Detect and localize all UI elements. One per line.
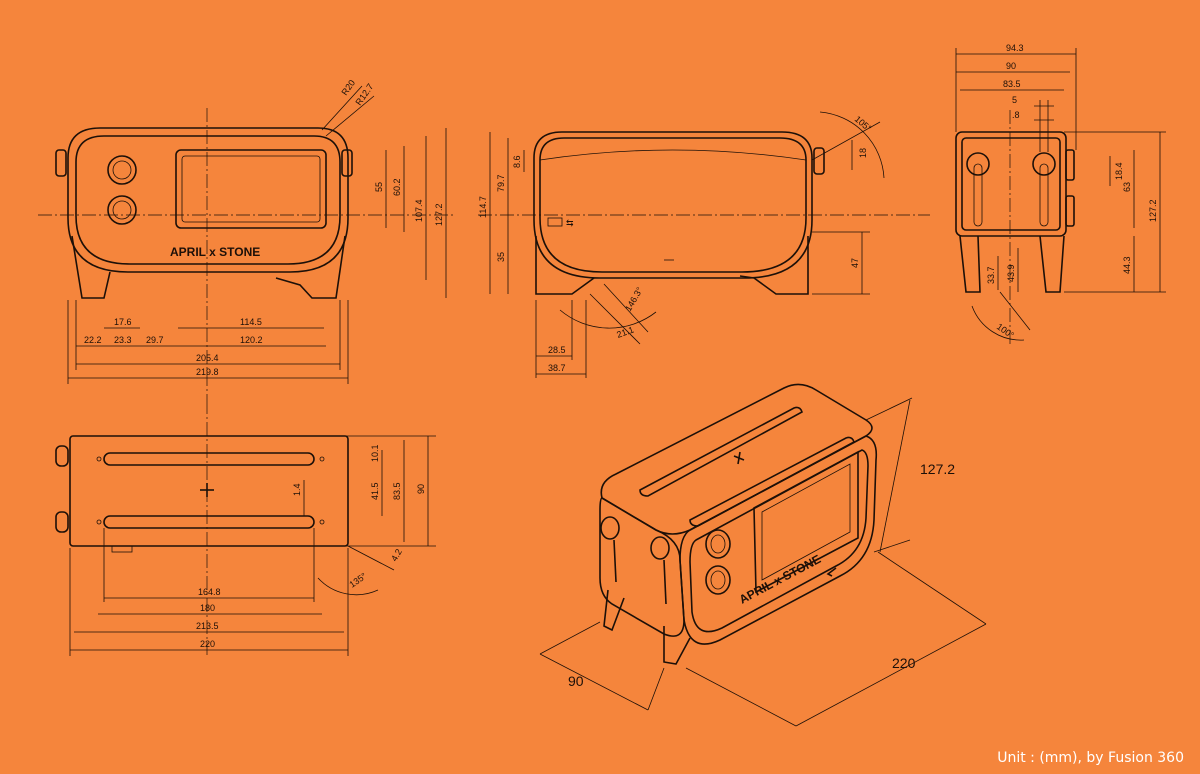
front-dim-127-2: 127.2 [434, 203, 444, 226]
front-dim-22-2: 22.2 [84, 335, 102, 345]
isometric-view: APRIL x STONE 127.2 90 220 [539, 383, 987, 727]
front-dim-29-7: 29.7 [146, 335, 164, 345]
units-caption: Unit : (mm), by Fusion 360 [997, 750, 1184, 766]
top-dim-1-4: 1.4 [292, 483, 302, 496]
top-dim-220: 220 [200, 639, 215, 649]
front-dim-114-5: 114.5 [240, 317, 262, 327]
front-brand-label: APRIL x STONE [170, 245, 260, 259]
top-angle-135: 135° [347, 571, 368, 590]
end-dim-83-5: 83.5 [1003, 79, 1021, 89]
side-dim-21-1: 21.1 [615, 324, 635, 339]
end-view: 94.3 90 83.5 5 .8 18.4 63 127.2 44.3 33.… [955, 43, 1166, 345]
front-dim-120-2: 120.2 [240, 335, 263, 345]
iso-dim-length: 220 [892, 655, 916, 671]
top-dim-164-8: 164.8 [198, 587, 221, 597]
top-dim-10-1: 10.1 [370, 444, 380, 462]
side-angle-146-3: 146.3° [623, 285, 645, 313]
top-dim-83-5: 83.5 [392, 482, 402, 500]
front-r12-7: R12.7 [353, 82, 375, 107]
side-dim-38-7: 38.7 [548, 363, 566, 373]
side-angle-105: 105° [853, 114, 874, 134]
svg-text:⇆: ⇆ [566, 218, 574, 228]
side-dim-114-7: 114.7 [478, 196, 488, 218]
end-dim-33-7: 33.7 [986, 266, 996, 284]
iso-dim-height: 127.2 [920, 461, 955, 477]
end-dim-5: 5 [1012, 95, 1017, 105]
side-dim-47: 47 [850, 258, 860, 268]
end-dim-43-9: 43.9 [1006, 264, 1016, 282]
top-dim-41-5: 41.5 [370, 482, 380, 500]
end-dim-18-4: 18.4 [1114, 162, 1124, 180]
top-dim-213-5: 213.5 [196, 621, 219, 631]
iso-dim-depth: 90 [568, 673, 584, 689]
end-dim-44-3: 44.3 [1122, 256, 1132, 274]
side-view: ⇆ 114.7 79.7 8.6 35 47 105° 18 146.3° 21… [478, 111, 930, 378]
end-dim-63: 63 [1122, 182, 1132, 192]
front-dim-107-4: 107.4 [414, 199, 424, 222]
end-dim-127-2: 127.2 [1148, 199, 1158, 222]
side-dim-28-5: 28.5 [548, 345, 566, 355]
side-dim-18: 18 [858, 148, 868, 158]
front-dim-55: 55 [374, 182, 384, 192]
front-dim-60-2: 60.2 [392, 178, 402, 196]
front-dim-205-4: 205.4 [196, 353, 219, 363]
front-dim-219-8: 219.8 [196, 367, 219, 377]
top-dim-4-2: 4.2 [389, 547, 404, 563]
top-dim-180: 180 [200, 603, 215, 613]
front-view: APRIL x STONE R20 R12.7 17.6 114.5 22.2 … [38, 78, 455, 400]
side-dim-8-6: 8.6 [512, 155, 522, 168]
front-dim-17-6: 17.6 [114, 317, 132, 327]
end-dim-94-3: 94.3 [1006, 43, 1024, 53]
end-dim-90: 90 [1006, 61, 1016, 71]
end-dim-8: .8 [1012, 110, 1020, 120]
top-view: 10.1 1.4 41.5 83.5 90 164.8 180 213.5 22… [55, 400, 436, 656]
side-dim-79-7: 79.7 [496, 174, 506, 192]
front-dim-23-3: 23.3 [114, 335, 132, 345]
top-dim-90: 90 [416, 484, 426, 494]
side-dim-35: 35 [496, 252, 506, 262]
